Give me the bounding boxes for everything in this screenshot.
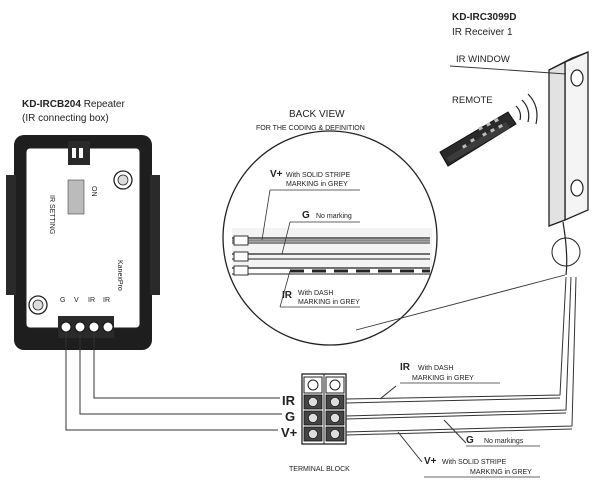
repeater-box: IR SETTING ON KanexPro G V IR IR <box>6 135 160 350</box>
bv-ir-line2: MARKING in GREY <box>298 299 360 306</box>
back-view-circle <box>222 130 438 346</box>
repeater-subtitle: (IR connecting box) <box>22 113 109 124</box>
ir-receiver <box>548 51 589 276</box>
bv-vplus-code: V+ <box>270 169 283 180</box>
tb-row-ir: IR <box>282 393 296 408</box>
back-view-subtitle: FOR THE CODING & DEFINITION <box>256 125 365 132</box>
tb-row-g: G <box>285 409 295 424</box>
repeater-name: Repeater <box>84 99 126 110</box>
bv-g-code: G <box>302 210 310 221</box>
bv-ir-line1: With DASH <box>298 290 333 297</box>
svg-text:G: G <box>60 297 65 304</box>
callout-ir-line1: With DASH <box>418 365 453 372</box>
callout-g-code: G <box>466 435 474 446</box>
callout-g-line1: No markings <box>484 438 524 445</box>
terminal-block-label: TERMINAL BLOCK <box>289 466 350 473</box>
repeater-title: KD-IRCB204 Repeater <box>22 99 125 110</box>
ir-window-label: IR WINDOW <box>456 54 510 65</box>
bv-g-line1: No marking <box>316 213 352 220</box>
svg-text:IR: IR <box>103 297 110 304</box>
tb-row-vplus: V+ <box>281 425 298 440</box>
svg-text:IR: IR <box>88 297 95 304</box>
callout-vplus-code: V+ <box>424 456 437 467</box>
callout-ir-code: IR <box>400 362 411 373</box>
bv-vplus-line2: MARKING in GREY <box>286 181 348 188</box>
svg-text:IR SETTING: IR SETTING <box>48 195 55 234</box>
callout-vplus-line1: With SOLID STRIPE <box>442 459 507 466</box>
magnify-leader <box>355 274 566 331</box>
remote-label: REMOTE <box>452 95 493 106</box>
back-view-title: BACK VIEW <box>289 109 345 120</box>
callout-vplus-line2: MARKING in GREY <box>470 469 532 476</box>
svg-text:KanexPro: KanexPro <box>116 260 123 291</box>
wiring <box>65 276 577 463</box>
remote-control <box>439 93 538 167</box>
receiver-model: KD-IRC3099D <box>452 12 516 23</box>
bv-vplus-line1: With SOLID STRIPE <box>286 172 351 179</box>
callout-ir-line2: MARKING in GREY <box>412 375 474 382</box>
bv-ir-code: IR <box>282 290 293 301</box>
receiver-name: IR Receiver 1 <box>452 27 513 38</box>
svg-text:ON: ON <box>90 186 97 197</box>
repeater-model: KD-IRCB204 <box>22 99 81 110</box>
svg-text:V: V <box>74 297 79 304</box>
terminal-block <box>301 373 347 445</box>
